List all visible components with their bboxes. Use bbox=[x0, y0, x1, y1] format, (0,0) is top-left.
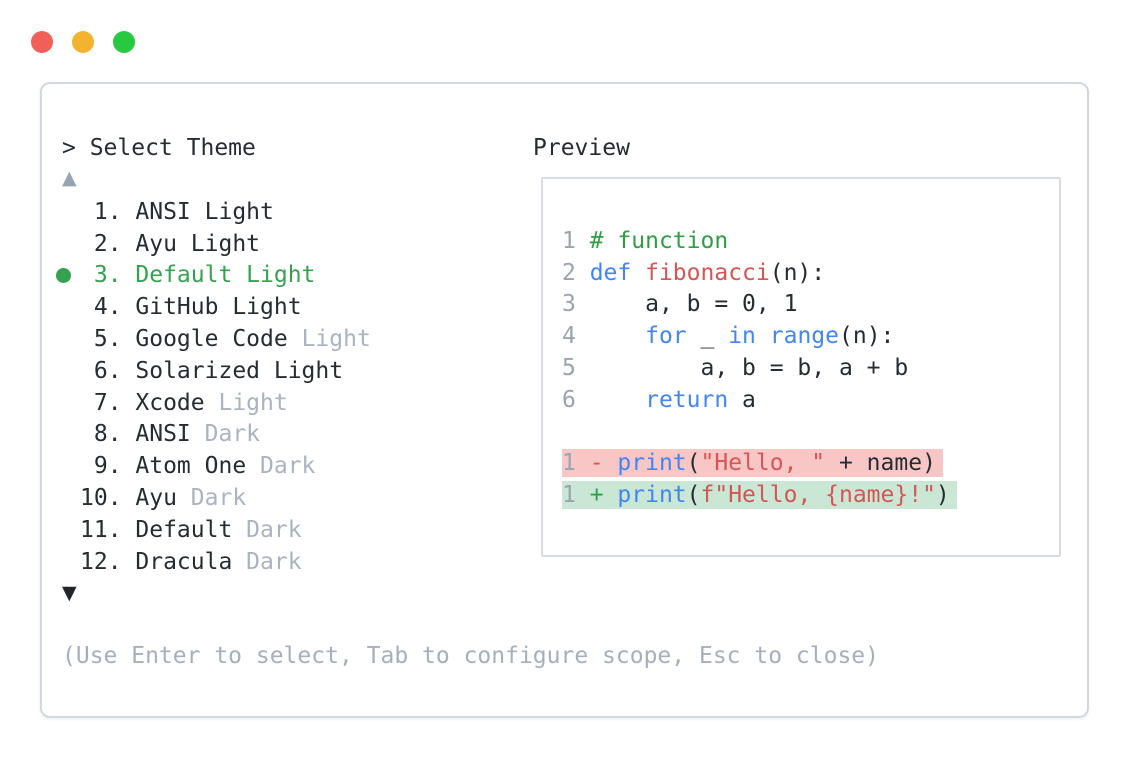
line-number: 6 bbox=[562, 386, 590, 413]
theme-item-number: 11. bbox=[80, 516, 136, 543]
theme-item-name: Google Code bbox=[135, 326, 288, 353]
theme-list-item[interactable]: 8. ANSI Dark bbox=[56, 419, 371, 451]
preview-box: 1 # function 2 def fibonacci(n): 3 a, b = … bbox=[541, 177, 1061, 557]
theme-list-item[interactable]: 10. Ayu Dark bbox=[56, 482, 371, 514]
theme-item-name: ANSI bbox=[135, 421, 191, 448]
theme-item-number: 4. bbox=[80, 294, 136, 321]
theme-item-name: Ayu bbox=[135, 485, 177, 512]
theme-item-name: Solarized Light bbox=[135, 357, 344, 384]
line-number: 2 bbox=[562, 259, 590, 286]
theme-item-name: Atom One bbox=[135, 453, 247, 480]
theme-list-item[interactable]: 3. Default Light bbox=[56, 260, 371, 292]
theme-item-number: 2. bbox=[80, 230, 136, 257]
theme-list-item[interactable]: 7. Xcode Light bbox=[56, 387, 371, 419]
code-line: 5 a, b = b, a + b bbox=[562, 355, 909, 382]
theme-item-name: GitHub Light bbox=[135, 294, 302, 321]
theme-item-number: 1. bbox=[80, 198, 136, 225]
theme-item-number: 12. bbox=[80, 548, 136, 575]
theme-item-variant-muted: Light bbox=[287, 326, 371, 353]
close-button-icon[interactable] bbox=[31, 31, 53, 53]
code-line bbox=[562, 416, 957, 448]
code-line-diff-removed: 1 - print("Hello, " + name) bbox=[562, 448, 957, 480]
theme-list-item[interactable]: 12. Dracula Dark bbox=[56, 546, 371, 578]
theme-item-number: 9. bbox=[80, 453, 136, 480]
line-number: 4 bbox=[562, 323, 590, 350]
code-line-diff-added: 1 + print(f"Hello, {name}!") bbox=[562, 479, 957, 511]
line-number: 1 bbox=[562, 450, 590, 477]
help-text: (Use Enter to select, Tab to configure s… bbox=[62, 643, 879, 669]
theme-item-variant-muted: Dark bbox=[176, 485, 247, 512]
theme-selector-panel: > Select Theme Preview ▲ 1. ANSI Light 2… bbox=[40, 82, 1089, 718]
code-line: 2 def fibonacci(n): bbox=[562, 259, 826, 286]
theme-item-name: Ayu Light bbox=[135, 230, 261, 257]
theme-list-item[interactable]: 6. Solarized Light bbox=[56, 355, 371, 387]
theme-item-number: 6. bbox=[80, 357, 136, 384]
theme-item-variant-muted: Dark bbox=[232, 548, 302, 575]
theme-item-name: ANSI Light bbox=[135, 198, 274, 225]
line-number: 1 bbox=[562, 482, 590, 509]
theme-item-variant-muted: Dark bbox=[246, 453, 316, 480]
theme-list-item[interactable]: 2. Ayu Light bbox=[56, 228, 371, 260]
theme-list-item[interactable]: 5. Google Code Light bbox=[56, 323, 371, 355]
theme-list-item[interactable]: 9. Atom One Dark bbox=[56, 450, 371, 482]
theme-item-number: 7. bbox=[80, 389, 136, 416]
theme-item-name: Dracula bbox=[135, 548, 233, 575]
theme-list: 1. ANSI Light 2. Ayu Light 3. Default Li… bbox=[56, 196, 371, 578]
window-controls bbox=[31, 31, 135, 53]
theme-item-variant-muted: Light bbox=[204, 389, 288, 416]
theme-list-item[interactable]: 1. ANSI Light bbox=[56, 196, 371, 228]
code-line: 4 for _ in range(n): bbox=[562, 323, 895, 350]
theme-list-item[interactable]: 11. Default Dark bbox=[56, 514, 371, 546]
theme-item-name: Default bbox=[135, 516, 233, 543]
preview-code: 1 # function 2 def fibonacci(n): 3 a, b = … bbox=[562, 225, 957, 511]
line-number: 1 bbox=[562, 227, 590, 254]
theme-item-number: 5. bbox=[80, 326, 136, 353]
theme-item-variant-muted: Dark bbox=[232, 516, 302, 543]
code-line: 3 a, b = 0, 1 bbox=[562, 291, 798, 318]
theme-item-name: Default Light bbox=[135, 262, 316, 289]
theme-list-item[interactable]: 4. GitHub Light bbox=[56, 291, 371, 323]
code-line: 6 return a bbox=[562, 386, 756, 413]
line-number: 3 bbox=[562, 291, 590, 318]
select-theme-prompt: > Select Theme bbox=[62, 135, 256, 161]
theme-item-number: 8. bbox=[80, 421, 136, 448]
theme-item-number: 10. bbox=[80, 485, 136, 512]
line-number: 5 bbox=[562, 355, 590, 382]
scroll-down-icon[interactable]: ▼ bbox=[62, 582, 77, 604]
theme-item-name: Xcode bbox=[135, 389, 205, 416]
code-line: 1 # function bbox=[562, 227, 729, 254]
maximize-button-icon[interactable] bbox=[113, 31, 135, 53]
selected-dot-icon bbox=[56, 267, 80, 283]
minimize-button-icon[interactable] bbox=[72, 31, 94, 53]
scroll-up-icon[interactable]: ▲ bbox=[62, 167, 77, 189]
theme-item-number: 3. bbox=[80, 262, 136, 289]
theme-item-variant-muted: Dark bbox=[190, 421, 261, 448]
preview-title: Preview bbox=[533, 135, 630, 161]
